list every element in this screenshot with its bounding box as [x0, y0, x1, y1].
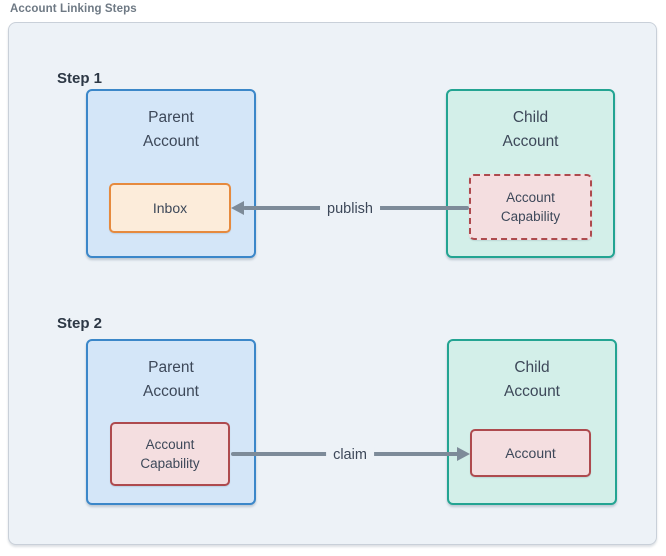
inbox-box: Inbox — [109, 183, 231, 233]
parent-account-title: Parent Account — [142, 109, 199, 150]
publish-arrow-label: publish — [320, 201, 380, 217]
claim-arrow-label: claim — [326, 447, 374, 463]
arrowhead-left-icon — [231, 201, 244, 215]
step2-child-account-box: Child Account Account — [447, 339, 617, 505]
step2-parent-account-box: Parent Account Account Capability — [86, 339, 256, 505]
arrowhead-right-icon — [457, 447, 470, 461]
account-box: Account — [470, 429, 591, 477]
step-2-heading: Step 2 — [57, 315, 103, 332]
parent-account-title: Parent Account — [142, 359, 199, 400]
step1-child-account-box: Child Account Account Capability — [446, 89, 615, 258]
account-capability-dashed-box: Account Capability — [469, 174, 592, 240]
step1-parent-account-box: Parent Account Inbox — [86, 89, 256, 258]
diagram-title: Account Linking Steps — [10, 3, 137, 15]
child-account-title: Child Account — [503, 359, 560, 400]
step-1-heading: Step 1 — [57, 70, 103, 87]
child-account-title: Child Account — [502, 109, 559, 150]
account-capability-box: Account Capability — [110, 422, 230, 486]
